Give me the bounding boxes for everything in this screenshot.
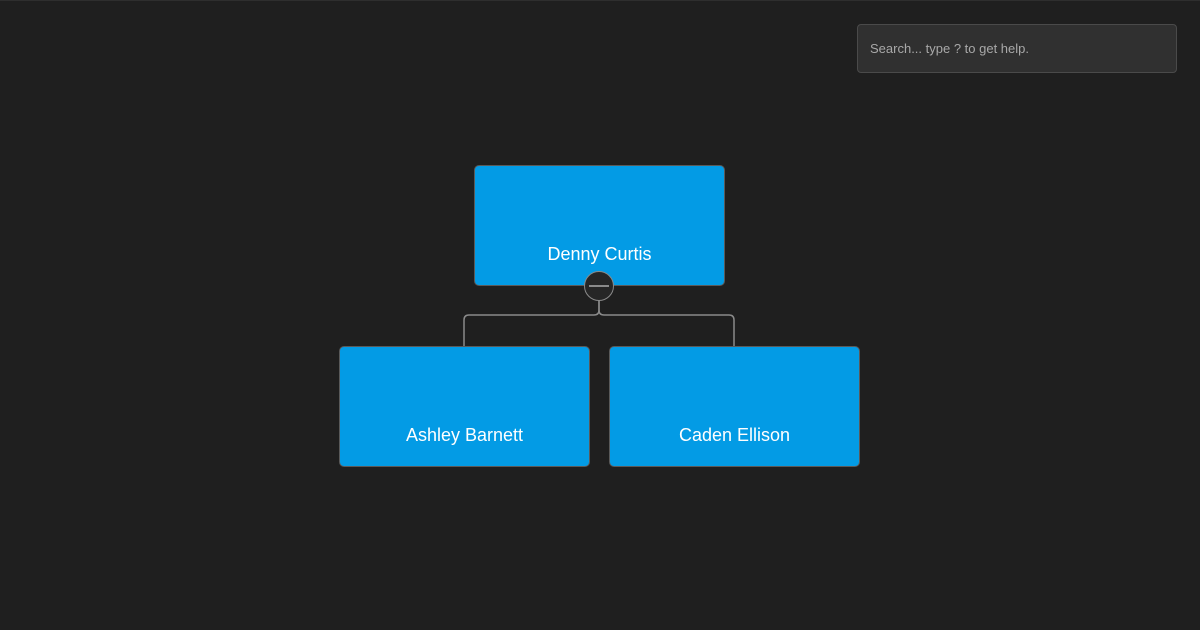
node-name: Ashley Barnett — [405, 425, 524, 445]
link-root-to-caden — [598, 300, 735, 346]
node-name: Denny Curtis — [547, 244, 652, 264]
node-ashley-barnett[interactable]: Ashley Barnett — [339, 346, 590, 467]
link-root-to-ashley — [463, 300, 600, 346]
search-input[interactable] — [868, 40, 1176, 57]
node-caden-ellison[interactable]: Caden Ellison — [609, 346, 860, 467]
search-box[interactable] — [857, 24, 1177, 73]
node-denny-curtis[interactable]: Denny Curtis — [474, 165, 725, 286]
collapse-toggle-button[interactable] — [584, 271, 614, 301]
node-name: Caden Ellison — [678, 425, 791, 445]
minus-icon — [589, 285, 609, 287]
